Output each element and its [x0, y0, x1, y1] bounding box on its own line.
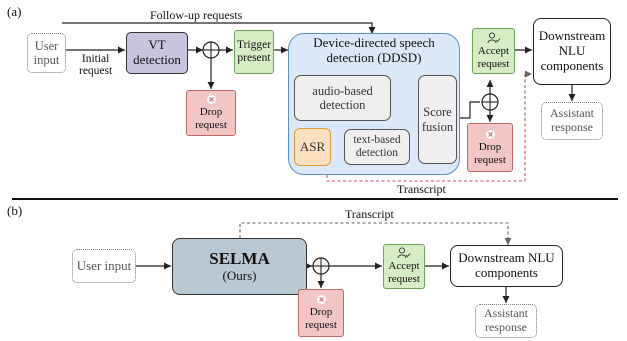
accept-request-box-b: Accept request — [383, 244, 425, 289]
combine-circle — [202, 41, 220, 59]
user-check-icon-b — [397, 247, 411, 259]
transcript-line-b — [239, 222, 512, 245]
trigger-present-box: Trigger present — [234, 30, 274, 74]
combine-circle-2 — [481, 93, 499, 111]
selma-box: SELMA (Ours) — [172, 238, 307, 295]
asr-box: ASR — [294, 128, 331, 166]
user-input-box-b: User input — [72, 249, 136, 283]
panel-b-label: (b) — [7, 203, 23, 218]
assistant-response-box-b: Assistant response — [475, 304, 537, 338]
drop-request-label-b: Drop request — [305, 306, 337, 331]
downstream-nlu-box-b: Downstream NLU components — [450, 245, 563, 287]
cancel-icon — [206, 95, 216, 105]
cancel-icon-b — [316, 295, 326, 305]
accept-request-label-1: Accept request — [477, 44, 510, 70]
assistant-response-box-a: Assistant response — [541, 102, 603, 140]
user-input-box: User input — [27, 33, 66, 73]
ddsd-title: Device-directed speech detection (DDSD) — [313, 35, 435, 65]
transcript-label-a: Transcript — [397, 182, 446, 196]
drop-request-box-2: Drop request — [467, 123, 513, 172]
text-detection-box: text-based detection — [344, 129, 410, 165]
selma-title: SELMA — [209, 249, 270, 269]
selma-subtitle: (Ours) — [222, 267, 257, 283]
audio-detection-box: audio-based detection — [294, 75, 391, 121]
score-fusion-box: Score fusion — [418, 75, 457, 164]
combine-circle-b — [312, 257, 330, 275]
cancel-icon-2 — [485, 129, 495, 139]
user-check-icon — [487, 32, 500, 43]
drop-request-label-1: Drop request — [195, 106, 227, 131]
transcript-line-a — [326, 70, 532, 182]
follow-up-arrow — [62, 22, 376, 34]
transcript-label-b: Transcript — [345, 207, 394, 221]
accept-request-box-1: Accept request — [472, 28, 515, 74]
vt-detection-box: VT detection — [126, 32, 188, 74]
follow-up-label: Follow-up requests — [150, 8, 243, 22]
initial-request-label: Initial request — [79, 53, 113, 78]
panel-a-label: (a) — [7, 4, 22, 19]
accept-request-label-b: Accept request — [388, 260, 420, 285]
drop-request-box-b: Drop request — [298, 289, 344, 337]
downstream-nlu-box-a: Downstream NLU components — [533, 18, 611, 85]
drop-request-label-2: Drop request — [474, 140, 506, 166]
drop-request-box-1: Drop request — [186, 90, 236, 136]
